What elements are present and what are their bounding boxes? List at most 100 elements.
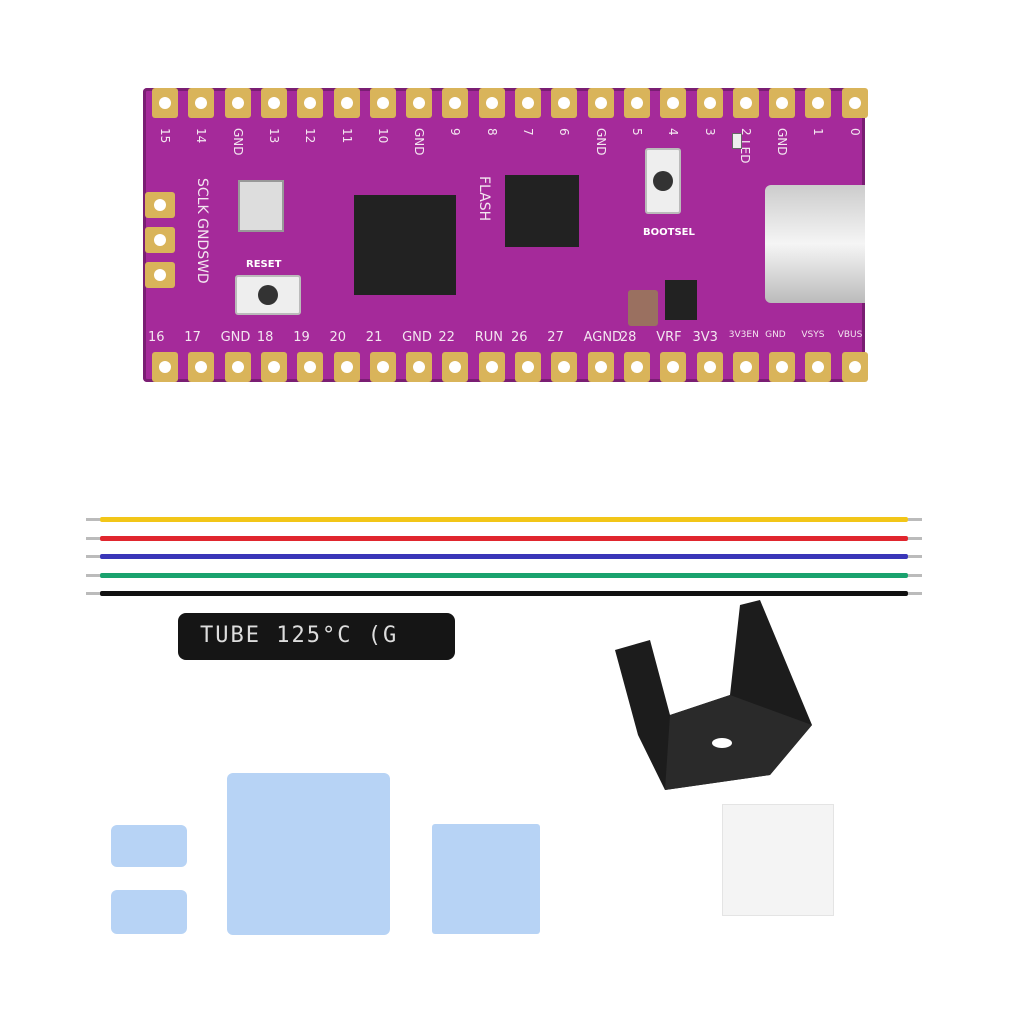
bottom-pin-pad — [587, 352, 614, 382]
bottom-pin-pad — [515, 352, 541, 382]
top-pin-pad — [769, 88, 796, 118]
top-pin-pad — [442, 88, 469, 118]
top-pin-pad — [696, 88, 723, 118]
wire-tip — [86, 536, 100, 540]
bottom-pin-pad — [805, 352, 832, 382]
bottom-pin-pad — [369, 352, 396, 382]
wire-tip — [908, 555, 922, 558]
bottom-pin-label: GND — [220, 330, 251, 345]
top-pin-label: 12 — [303, 128, 318, 144]
bottom-pin-label: VBUS — [837, 330, 863, 340]
bottom-pin-label: 16 — [148, 330, 165, 345]
top-pin-label: GND — [412, 128, 427, 156]
top-pin-label: 0 — [847, 128, 862, 136]
thermal-pad-medium — [432, 824, 540, 934]
bottom-pin-label: VSYS — [801, 330, 825, 340]
thermal-pad-small — [111, 825, 187, 867]
stand-hole — [712, 738, 732, 748]
bottom-pin-label: GND — [765, 330, 786, 340]
bottom-pin-pad — [478, 352, 505, 382]
status-led — [732, 133, 742, 149]
bootsel-label: BOOTSEL — [643, 227, 695, 238]
board-stand — [615, 600, 812, 790]
top-pin-pad — [406, 88, 433, 118]
top-pin-label: 11 — [339, 128, 354, 144]
reset-button — [235, 275, 301, 315]
top-pin-label: 8 — [484, 128, 499, 136]
debug-pad — [145, 262, 175, 288]
bottom-pin-pad — [152, 352, 178, 382]
top-pin-pad — [515, 88, 541, 118]
bottom-pin-pad — [406, 352, 433, 382]
usb-c-connector — [765, 185, 865, 303]
top-pin-label: 9 — [448, 128, 463, 136]
wire-tip — [908, 518, 922, 521]
wire-tip — [908, 536, 922, 540]
debug-pad — [145, 192, 175, 218]
bootsel-button — [645, 148, 681, 214]
thermal-pad-large — [227, 773, 390, 935]
bottom-pin-label: 26 — [511, 330, 528, 345]
bottom-pin-label: 17 — [184, 330, 201, 345]
top-pin-label: GND — [230, 128, 245, 156]
bottom-pin-label: 3V3EN — [728, 330, 759, 340]
bottom-pin-pad — [841, 352, 868, 382]
top-pin-pad — [333, 88, 360, 118]
bottom-pin-label: 28 — [619, 330, 637, 345]
top-pin-pad — [732, 88, 759, 118]
wire-tip — [86, 518, 100, 521]
bottom-pin-label: 22 — [438, 330, 455, 345]
bottom-pin-label: 3V3 — [692, 330, 718, 345]
debug-pad — [145, 227, 175, 253]
wire — [100, 517, 908, 522]
wire-tip — [86, 573, 100, 577]
reset-label: RESET — [246, 259, 282, 270]
wire — [100, 591, 908, 596]
top-pin-pad — [805, 88, 832, 118]
crystal — [238, 180, 284, 232]
top-pin-label: 15 — [158, 128, 172, 144]
top-pin-pad — [587, 88, 614, 118]
bottom-pin-pad — [732, 352, 759, 382]
stand-highlight — [665, 695, 812, 790]
top-pin-pad — [369, 88, 396, 118]
wire — [100, 554, 908, 559]
bottom-pin-label: 19 — [293, 330, 310, 345]
top-pin-pad — [152, 88, 178, 118]
inductor — [628, 290, 658, 326]
adhesive-square — [722, 804, 834, 916]
flash-chip — [505, 175, 579, 247]
rp2040-chip — [354, 195, 456, 295]
bottom-pin-label: 21 — [365, 330, 383, 345]
bottom-pin-label: VRF — [656, 330, 682, 345]
wire-tip — [86, 555, 100, 558]
bottom-pin-pad — [769, 352, 796, 382]
heat-shrink-tube: TUBE 125°C (G — [178, 613, 455, 660]
bottom-pin-label: RUN — [474, 330, 503, 345]
top-pin-label: 14 — [194, 128, 209, 144]
bottom-pin-label: GND — [402, 330, 432, 345]
wire — [100, 535, 908, 541]
bottom-pin-pad — [333, 352, 360, 382]
regulator — [665, 280, 697, 320]
top-pin-pad — [478, 88, 505, 118]
wire-tip — [86, 592, 100, 595]
top-pin-pad — [623, 88, 650, 118]
bottom-pin-pad — [660, 352, 687, 382]
top-pin-pad — [660, 88, 687, 118]
top-pin-pad — [188, 88, 215, 118]
top-pin-label: 13 — [266, 128, 281, 144]
top-pin-label: 10 — [375, 128, 390, 144]
bottom-pin-label: AGND — [583, 330, 623, 345]
debug-label: SCLK GNDSWD — [194, 178, 210, 284]
wire — [100, 572, 908, 578]
wire-tip — [908, 573, 922, 577]
top-pin-label: 3 — [702, 128, 717, 136]
bottom-pin-pad — [551, 352, 578, 382]
top-pin-label: 7 — [521, 128, 535, 136]
bottom-pin-pad — [442, 352, 469, 382]
bottom-pin-pad — [188, 352, 215, 382]
bottom-pin-pad — [696, 352, 723, 382]
top-pin-pad — [841, 88, 868, 118]
top-pin-label: 4 — [666, 128, 681, 136]
